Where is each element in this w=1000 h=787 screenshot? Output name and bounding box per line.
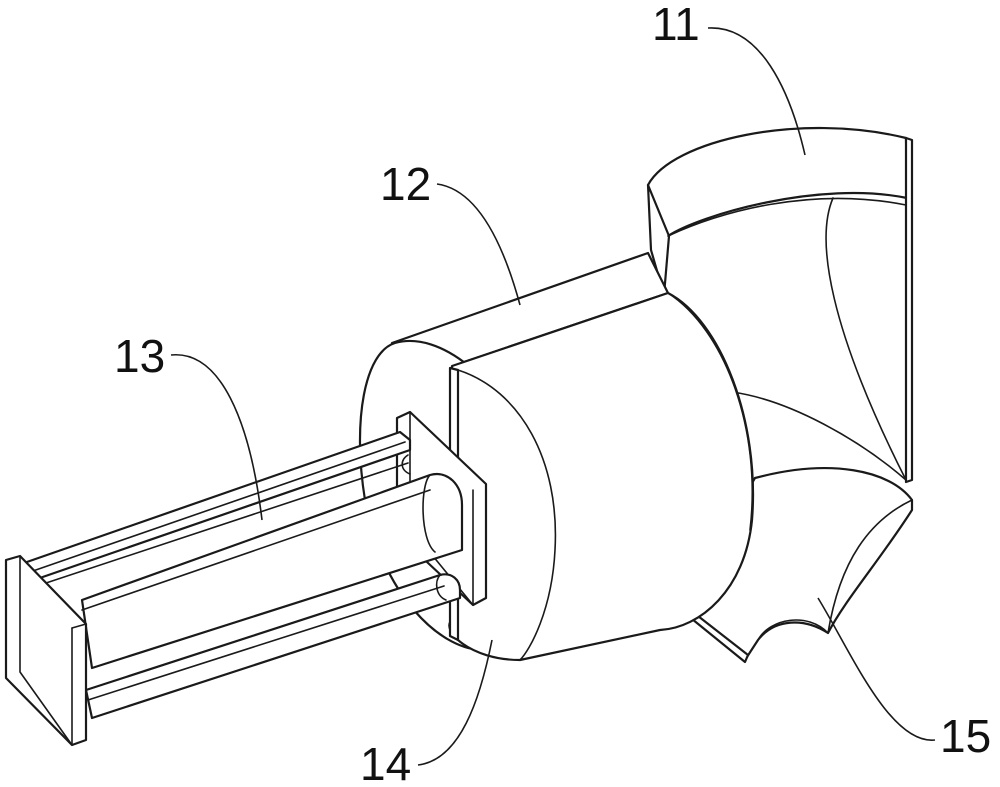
callout-13: 13 — [114, 330, 165, 382]
callout-12: 12 — [380, 158, 431, 210]
leader-15 — [817, 597, 936, 741]
leader-12 — [436, 183, 521, 306]
leader-13 — [170, 354, 263, 521]
part-11-hood — [646, 126, 914, 484]
leader-14 — [417, 639, 493, 766]
leader-11 — [707, 27, 806, 156]
part-13-actuator — [4, 410, 488, 747]
callout-11: 11 — [652, 0, 700, 50]
callout-14: 14 — [360, 738, 411, 787]
callout-15: 15 — [940, 710, 991, 762]
leader-lines — [170, 27, 936, 766]
